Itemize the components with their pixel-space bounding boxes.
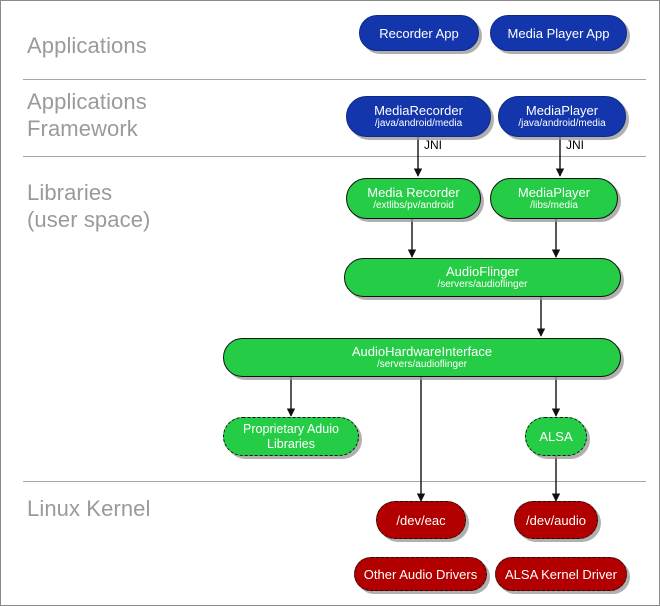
node-media-player-app[interactable]: Media Player App: [490, 15, 627, 51]
node-mediaplayer-library-title: MediaPlayer: [517, 185, 591, 200]
node-mediarecorder-framework-title: MediaRecorder: [374, 103, 463, 118]
node-audiohardwareinterface[interactable]: AudioHardwareInterface /servers/audiofli…: [223, 338, 621, 377]
node-audiohardwareinterface-title: AudioHardwareInterface: [351, 344, 493, 359]
node-audioflinger-path: /servers/audioflinger: [437, 279, 528, 290]
node-alsa-kernel-driver[interactable]: ALSA Kernel Driver: [495, 557, 627, 591]
layer-label-applications: Applications: [27, 33, 147, 58]
node-media-player-app-title: Media Player App: [507, 25, 610, 41]
node-alsa[interactable]: ALSA: [525, 417, 587, 456]
node-mediaplayer-library[interactable]: MediaPlayer /libs/media: [490, 178, 618, 219]
node-audioflinger[interactable]: AudioFlinger /servers/audioflinger: [344, 258, 621, 297]
node-proprietary-audio-libraries-title: Proprietary Aduio Libraries: [243, 421, 339, 451]
node-mediarecorder-framework[interactable]: MediaRecorder /java/android/media: [346, 96, 491, 137]
node-dev-audio-title: /dev/audio: [526, 512, 586, 528]
node-mediaplayer-framework[interactable]: MediaPlayer /java/android/media: [498, 96, 626, 137]
node-audioflinger-title: AudioFlinger: [446, 264, 519, 279]
layer-label-libraries: Libraries (user space): [27, 180, 151, 232]
node-dev-eac[interactable]: /dev/eac: [376, 501, 466, 539]
layer-label-applications-framework: Applications Framework: [27, 89, 147, 141]
node-recorder-app-title: Recorder App: [379, 25, 459, 41]
node-dev-audio[interactable]: /dev/audio: [514, 501, 598, 539]
node-proprietary-audio-libraries[interactable]: Proprietary Aduio Libraries: [223, 417, 359, 456]
node-dev-eac-title: /dev/eac: [396, 512, 446, 528]
node-other-audio-drivers[interactable]: Other Audio Drivers: [354, 557, 487, 591]
node-alsa-title: ALSA: [539, 429, 573, 444]
node-mediaplayer-library-path: /libs/media: [530, 200, 578, 211]
node-audiohardwareinterface-path: /servers/audioflinger: [376, 359, 468, 370]
divider-applications-framework: [23, 156, 646, 157]
node-mediaplayer-framework-path: /java/android/media: [518, 118, 606, 129]
jni-label-right: JNI: [566, 138, 584, 152]
node-other-audio-drivers-title: Other Audio Drivers: [363, 566, 478, 582]
node-mediarecorder-framework-path: /java/android/media: [374, 118, 463, 129]
node-media-recorder-library-title: Media Recorder: [367, 185, 460, 200]
divider-linux-kernel: [23, 481, 646, 482]
node-media-recorder-library-path: /extlibs/pv/android: [373, 200, 454, 211]
layer-label-linux-kernel: Linux Kernel: [27, 496, 151, 521]
node-media-recorder-library[interactable]: Media Recorder /extlibs/pv/android: [346, 178, 481, 219]
node-alsa-kernel-driver-title: ALSA Kernel Driver: [505, 566, 617, 582]
node-mediaplayer-framework-title: MediaPlayer: [525, 103, 599, 118]
node-recorder-app[interactable]: Recorder App: [359, 15, 479, 51]
jni-label-left: JNI: [424, 138, 442, 152]
divider-applications: [23, 79, 646, 80]
